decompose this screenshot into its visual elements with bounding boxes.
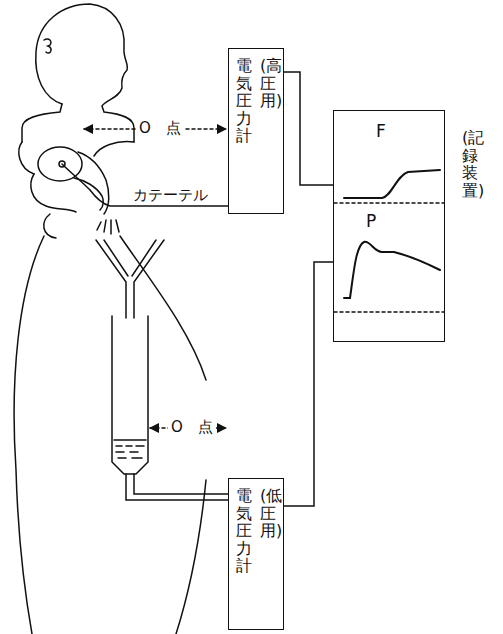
- tube: [126, 474, 228, 500]
- urine-stream: [97, 220, 119, 234]
- body-outline: [19, 142, 34, 174]
- gauge-label: (高圧用): [260, 57, 276, 145]
- signal-wire: [284, 262, 333, 506]
- body-outline: [36, 4, 134, 142]
- body-outline: [176, 480, 206, 634]
- flow-trace: [344, 170, 440, 198]
- reference-label: O 点: [168, 418, 216, 436]
- pressure-trace: [344, 242, 440, 298]
- gauge-label: 電気圧力計: [236, 57, 252, 145]
- signal-wire: [284, 72, 333, 185]
- text-row: 電気圧力計 (低圧用): [229, 479, 283, 583]
- recorder-box: FP(記録装置): [333, 110, 445, 342]
- liquid: [114, 440, 146, 458]
- trace-label: F: [376, 121, 386, 141]
- trace-label: P: [366, 211, 376, 231]
- catheter: [62, 164, 228, 206]
- body-outline: [44, 214, 56, 238]
- body-outline: [94, 142, 134, 156]
- gauge-label: 電気圧力計: [236, 487, 252, 575]
- body-outline: [22, 104, 62, 142]
- pressure-gauge-box: 電気圧力計 (低圧用): [228, 478, 284, 630]
- baseline: [334, 203, 444, 312]
- device-label: (記録装置): [462, 129, 478, 199]
- body-outline: [14, 236, 44, 634]
- ear: [44, 39, 51, 53]
- gauge-label: (低圧用): [260, 487, 276, 575]
- text-row: 電気圧力計 (高圧用): [229, 49, 283, 153]
- penis: [74, 178, 103, 210]
- reference-label: O 点: [136, 119, 184, 137]
- cylinder: [112, 316, 148, 474]
- body-outline: [120, 236, 206, 380]
- part-label: カテーテル: [130, 186, 211, 204]
- funnel: [96, 240, 164, 318]
- pressure-gauge-box: 電気圧力計 (高圧用): [228, 48, 284, 214]
- body-outline: [31, 174, 76, 212]
